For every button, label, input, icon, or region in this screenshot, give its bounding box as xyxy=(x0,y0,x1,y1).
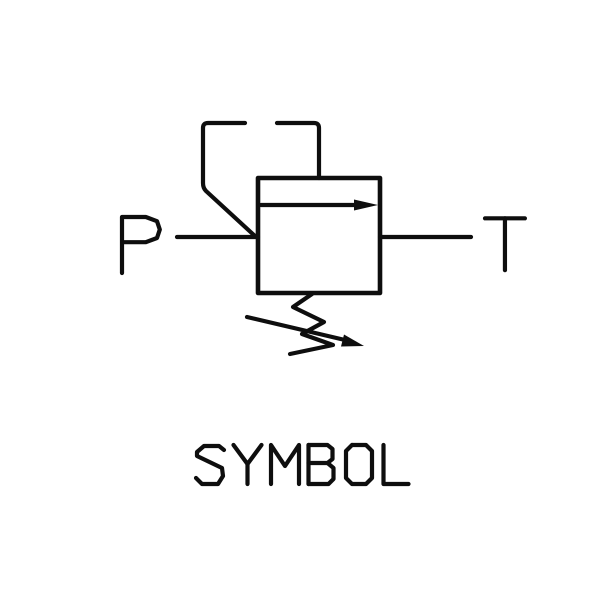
caption-symbol xyxy=(196,445,409,484)
t-port-label xyxy=(485,218,525,270)
arrowheads xyxy=(341,199,378,347)
adjustability-arrow-line xyxy=(244,314,348,343)
pilot-line-segment-left xyxy=(200,120,259,240)
p-port-label xyxy=(122,217,160,273)
diagram-lines xyxy=(122,120,525,484)
flow-arrowhead-icon xyxy=(354,199,378,211)
pilot-line-segment-right xyxy=(274,120,322,181)
adjustability-arrowhead-icon xyxy=(341,334,364,347)
spring-icon xyxy=(287,291,336,357)
valve-body-box xyxy=(255,175,383,296)
